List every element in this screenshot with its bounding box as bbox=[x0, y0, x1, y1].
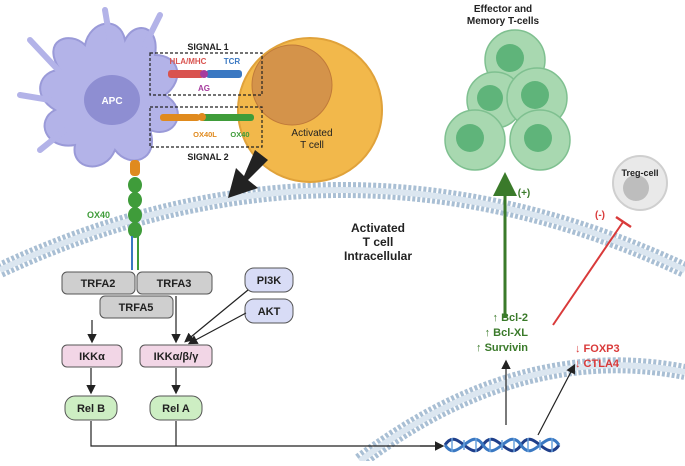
activated-label-2: T cell bbox=[300, 140, 324, 151]
antigen-icon bbox=[200, 70, 208, 78]
apc-label: APC bbox=[101, 96, 122, 107]
ag-label: AG bbox=[198, 84, 210, 93]
trfa2-label: TRFA2 bbox=[81, 278, 116, 290]
gene-up-3: ↑ Survivin bbox=[476, 342, 528, 354]
ox40-molecule bbox=[200, 114, 254, 121]
ox40l-molecule bbox=[160, 114, 200, 121]
arrow-akt-ikkabg bbox=[187, 312, 247, 345]
outer-membrane bbox=[0, 182, 685, 278]
plus-label: (+) bbox=[518, 188, 531, 199]
trfa5-label: TRFA5 bbox=[119, 302, 154, 314]
pathway-arrows bbox=[86, 289, 576, 451]
gene-up-1: ↑ Bcl-2 bbox=[493, 312, 528, 324]
tcr-molecule bbox=[206, 70, 242, 78]
akt-label: AKT bbox=[258, 306, 281, 318]
inhibit-bar bbox=[615, 215, 632, 229]
relb-label: Rel B bbox=[77, 403, 105, 415]
trfa2-box bbox=[61, 271, 136, 295]
pi3k-box bbox=[244, 267, 294, 293]
minus-label: (-) bbox=[595, 210, 605, 221]
effector-label-2: Memory T-cells bbox=[467, 16, 540, 27]
signal-1-label: SIGNAL 1 bbox=[187, 42, 228, 52]
hla-mhc-label: HLA/MHC bbox=[170, 57, 207, 66]
intracellular-label-3: Intracellular bbox=[344, 249, 412, 263]
activated-label-1: Activated bbox=[291, 128, 332, 139]
ox40-receptor: OX40 bbox=[87, 160, 142, 270]
trfa3-label: TRFA3 bbox=[157, 278, 192, 290]
gene-down-1: ↓ FOXP3 bbox=[575, 343, 620, 355]
intracellular-label-1: Activated bbox=[351, 221, 405, 235]
treg-cell: Treg-cell bbox=[612, 155, 668, 211]
inhibit-line bbox=[552, 221, 624, 326]
rela-label: Rel A bbox=[162, 403, 190, 415]
dna-helix-icon bbox=[443, 437, 561, 453]
tcr-label: TCR bbox=[224, 57, 241, 66]
effector-memory-cells: Effector and Memory T-cells bbox=[444, 4, 571, 171]
apc-cell: APC bbox=[17, 7, 179, 168]
arrow-dna-downgenes bbox=[537, 363, 576, 436]
entry-arrow bbox=[228, 150, 268, 198]
gene-down-2: ↓ CTLA4 bbox=[575, 358, 620, 370]
apc-nucleus bbox=[84, 75, 140, 125]
akt-box bbox=[244, 298, 294, 324]
t-cell-nucleus bbox=[251, 44, 333, 126]
treg-label: Treg-cell bbox=[621, 168, 658, 178]
ikka-label: IKKα bbox=[79, 351, 105, 363]
ikka-box bbox=[61, 344, 123, 368]
activated-t-cell: Activated T cell bbox=[237, 37, 383, 183]
signal-2-label: SIGNAL 2 bbox=[187, 152, 228, 162]
pi3k-label: PI3K bbox=[257, 275, 282, 287]
ikkabg-box bbox=[139, 344, 213, 368]
nuclear-membrane bbox=[355, 357, 685, 466]
signal-2-box: SIGNAL 2 OX40L OX40 bbox=[149, 106, 263, 162]
trfa5-box bbox=[99, 295, 174, 319]
rela-box bbox=[149, 395, 203, 421]
pathway-boxes: TRFA2 TRFA3 TRFA5 PI3K AKT IKKα IKKα/β/γ… bbox=[61, 267, 294, 421]
hla-mhc-molecule bbox=[168, 70, 204, 78]
ox40-receptor-label: OX40 bbox=[87, 210, 110, 220]
arrow-pi3k-ikkabg bbox=[184, 289, 249, 343]
trfa3-box bbox=[136, 271, 213, 295]
ox40-small-label: OX40 bbox=[230, 130, 249, 139]
arrow-relb-dna bbox=[90, 421, 440, 447]
upregulated-genes: ↑ Bcl-2 ↑ Bcl-XL ↑ Survivin bbox=[476, 312, 528, 354]
effector-label-1: Effector and bbox=[474, 4, 532, 15]
downregulated-genes: ↓ FOXP3 ↓ CTLA4 bbox=[575, 343, 620, 370]
relb-box bbox=[64, 395, 118, 421]
signal-1-box: SIGNAL 1 HLA/MHC TCR AG bbox=[149, 42, 263, 96]
gene-up-2: ↑ Bcl-XL bbox=[485, 327, 529, 339]
intracellular-label-2: T cell bbox=[363, 235, 394, 249]
ikkabg-label: IKKα/β/γ bbox=[154, 351, 200, 363]
ox40l-label: OX40L bbox=[193, 130, 217, 139]
